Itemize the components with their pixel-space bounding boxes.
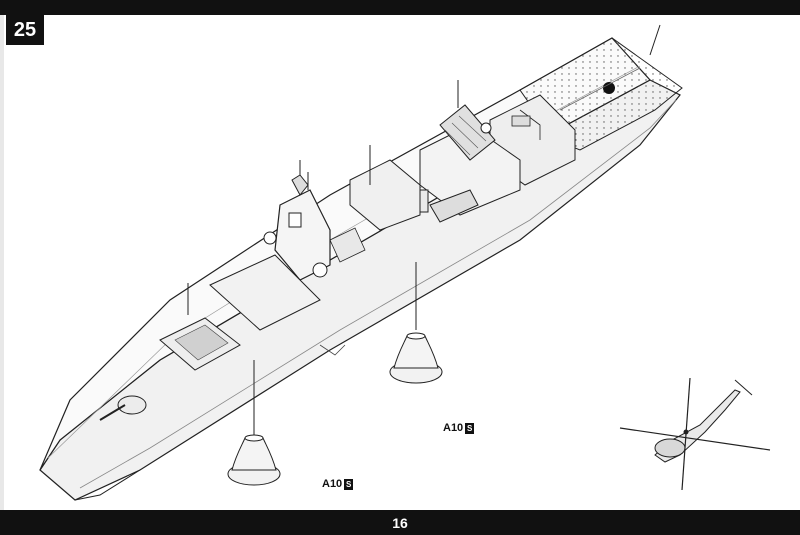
vls-cells xyxy=(159,317,241,371)
page-edge xyxy=(0,15,4,510)
page-number: 16 xyxy=(392,514,408,531)
part-callout-rear: A10 S xyxy=(443,422,475,434)
footer-bar: 16 xyxy=(0,510,800,535)
bow-gun xyxy=(99,395,147,421)
step-number: 25 xyxy=(6,15,44,45)
display-stand-front xyxy=(227,434,281,486)
bridge-mast xyxy=(187,160,331,331)
part-number: A10 xyxy=(322,478,343,490)
part-number: A10 xyxy=(443,422,464,434)
sprue-mark: S xyxy=(465,422,475,434)
helicopter xyxy=(619,377,771,491)
display-stand-rear xyxy=(389,332,443,384)
part-callout-front: A10 S xyxy=(322,478,354,490)
mid-superstructure xyxy=(329,145,421,263)
sprue-mark: S xyxy=(344,478,354,490)
top-bar xyxy=(0,0,800,15)
